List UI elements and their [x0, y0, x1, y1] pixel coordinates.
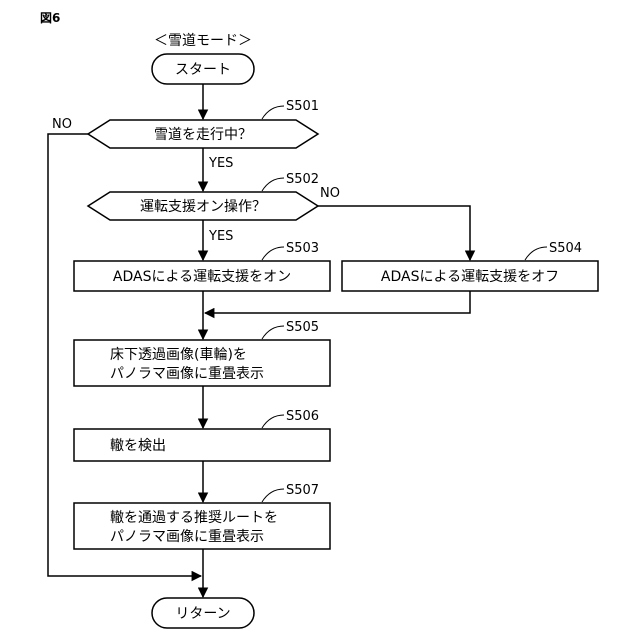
process-s503-label: ADASによる運転支援をオン	[113, 269, 291, 285]
branch-s501-no: NO	[52, 117, 72, 132]
step-id-s501: S501	[286, 99, 319, 114]
figure-label: 図6	[40, 11, 60, 25]
process-s505-line1: 床下透過画像(車輪)を	[110, 346, 247, 363]
process-s505-line2: パノラマ画像に重畳表示	[110, 366, 264, 382]
branch-s502-yes: YES	[208, 229, 233, 244]
process-s504-label: ADASによる運転支援をオフ	[381, 269, 559, 285]
step-id-s502: S502	[286, 172, 319, 187]
step-id-s506: S506	[286, 409, 319, 424]
leader-s507	[262, 489, 284, 502]
leader-s501	[262, 106, 284, 119]
process-s506-label: 轍を検出	[110, 438, 166, 454]
return-label: リターン	[175, 606, 230, 622]
line-s502-no	[318, 206, 470, 260]
branch-s501-yes: YES	[208, 156, 233, 171]
decision-s502-label: 運転支援オン操作？	[140, 199, 266, 215]
leader-s503	[262, 247, 284, 260]
leader-s502	[262, 178, 284, 191]
process-s507-line1: 轍を通過する推奨ルートを	[110, 510, 278, 526]
step-id-s504: S504	[549, 241, 582, 256]
mode-title: ＜雪道モード＞	[154, 33, 252, 49]
leader-s504	[525, 247, 547, 260]
line-s504-merge	[205, 291, 470, 313]
step-id-s505: S505	[286, 320, 319, 335]
step-id-s507: S507	[286, 483, 319, 498]
process-s507-line2: パノラマ画像に重畳表示	[110, 529, 264, 545]
decision-s501-label: 雪道を走行中？	[154, 127, 252, 143]
step-id-s503: S503	[286, 241, 319, 256]
branch-s502-no: NO	[320, 186, 340, 201]
leader-s505	[262, 326, 284, 339]
leader-s506	[262, 415, 284, 428]
start-label: スタート	[175, 62, 231, 78]
